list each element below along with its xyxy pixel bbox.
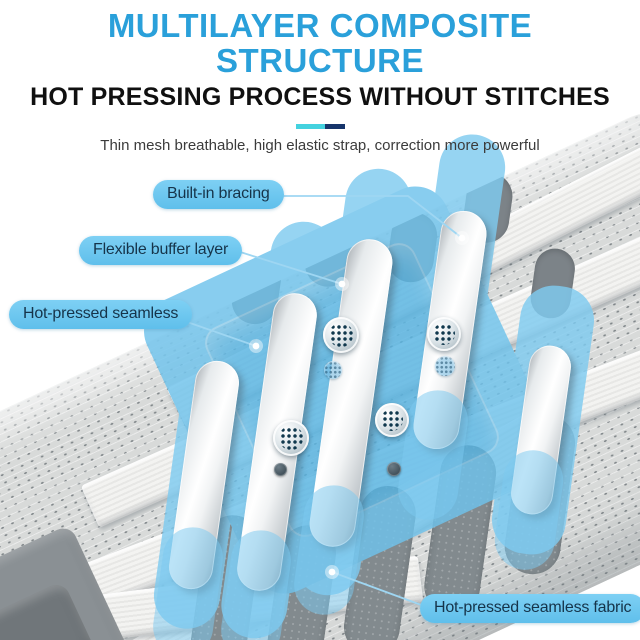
vent-hole [323,317,359,353]
callout-built-in-bracing: Built-in bracing [153,180,284,209]
tagline: Thin mesh breathable, high elastic strap… [100,137,540,155]
page-title: MULTILAYER COMPOSITE STRUCTURE [107,7,533,79]
rivet-button [387,462,401,476]
vent-hole [273,420,309,456]
embossed-vent [435,356,455,376]
callout-hot-pressed-seamless: Hot-pressed seamless [9,300,193,329]
vent-hole [375,403,409,437]
callout-hot-pressed-seamless-fabric: Hot-pressed seamless fabric [420,594,640,623]
header: MULTILAYER COMPOSITE STRUCTURE HOT PRESS… [0,0,640,154]
page-subtitle: HOT PRESSING PROCESS WITHOUT STITCHES [30,83,610,112]
vent-perforation [329,323,353,347]
vent-perforation [381,409,403,431]
rivet-button [274,463,287,476]
callout-flexible-buffer-layer: Flexible buffer layer [79,236,243,265]
vent-perforation [279,426,303,450]
vent-perforation [433,323,455,345]
divider [0,124,640,130]
embossed-vent [324,361,342,379]
divider-navy-bar [324,124,345,130]
vent-hole [427,317,461,351]
divider-cyan-bar [295,124,325,130]
